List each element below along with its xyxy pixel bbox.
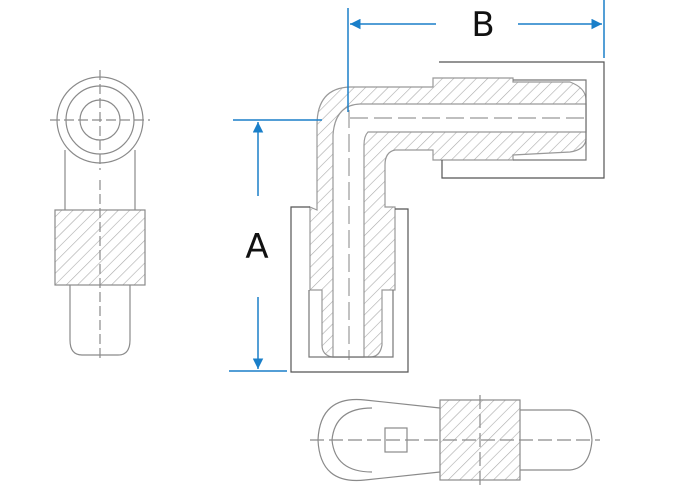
section-view (309, 77, 590, 360)
side-view (50, 70, 150, 360)
envelopes (290, 61, 605, 373)
bottom-view (310, 395, 600, 490)
dimension-b (347, 0, 605, 112)
dimension-a-label: A (245, 227, 269, 267)
right-inner-envelope (513, 79, 587, 161)
dimension-b-label: B (471, 5, 495, 45)
right-envelope (439, 61, 605, 179)
dimension-a (229, 119, 322, 372)
bottom-envelope (290, 206, 409, 373)
bottom-inner-envelope (308, 290, 394, 358)
